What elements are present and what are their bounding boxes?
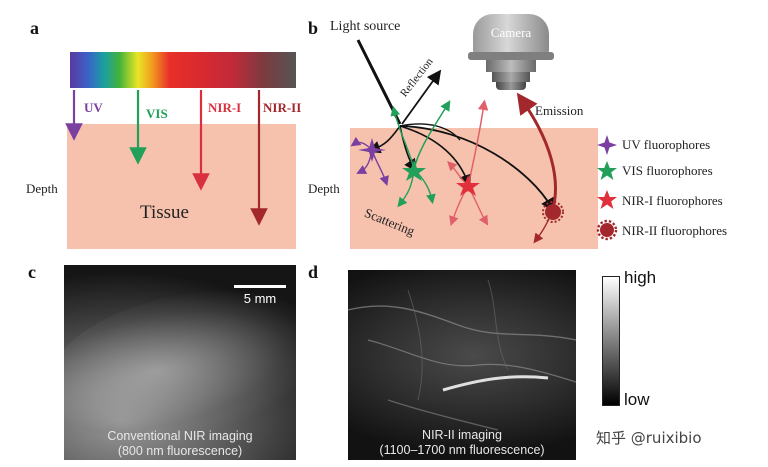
vis-fluorophore-icon: [402, 160, 426, 181]
panel-d-label: d: [308, 262, 319, 282]
fluorophore-legend: UV fluorophores VIS fluorophores NIR-I f…: [596, 134, 766, 243]
vessel-pattern: [348, 279, 576, 431]
tissue-label: Tissue: [140, 202, 189, 223]
nir1-fluorophore-icon: [456, 175, 480, 196]
legend-item-vis: VIS fluorophores: [596, 160, 766, 187]
watermark: 知乎 @ruixibio: [596, 429, 702, 447]
tissue-block-a: [67, 124, 296, 249]
caption-d: NIR-II imaging (1100–1700 nm fluorescenc…: [379, 428, 545, 457]
camera-label: Camera: [490, 25, 532, 40]
nir2-fluorophore-icon: [542, 201, 564, 223]
colorbar-high-label: high: [624, 268, 657, 287]
colorbar-low-label: low: [624, 390, 650, 409]
legend-item-uv: UV fluorophores: [596, 134, 766, 160]
uv-fluorophore-icon: [358, 138, 386, 162]
band-uv: UV: [84, 100, 103, 115]
nir2-image-d: NIR-II imaging (1100–1700 nm fluorescenc…: [348, 270, 576, 460]
panel-b-paths: [350, 39, 564, 244]
vis-star-icon: [597, 161, 617, 180]
uv-star-icon: [597, 135, 617, 155]
camera-icon: Camera: [468, 14, 554, 94]
caption-c: Conventional NIR imaging (800 nm fluores…: [107, 429, 253, 458]
spectrum-bar: [70, 52, 296, 88]
light-source-label: Light source: [330, 19, 401, 34]
legend-item-nir2: NIR-II fluorophores: [596, 217, 766, 243]
scale-bar: [234, 285, 286, 288]
legend-item-nir1: NIR-I fluorophores: [596, 187, 766, 217]
nir-image-c: 5 mm Conventional NIR imaging (800 nm fl…: [64, 265, 296, 460]
depth-label-a: Depth: [26, 181, 58, 196]
band-vis: VIS: [146, 106, 168, 121]
emission-arrow: [516, 92, 557, 213]
band-nir1: NIR-I: [208, 100, 242, 115]
scale-label: 5 mm: [243, 291, 277, 306]
nir2-gear-icon: [596, 219, 618, 241]
nir1-star-icon: [597, 190, 617, 209]
intensity-colorbar: [602, 276, 620, 406]
emission-label: Emission: [535, 103, 584, 118]
panel-a-arrows: [65, 90, 268, 226]
panel-b-label: b: [308, 18, 319, 38]
reflection-arrow: [401, 69, 442, 125]
panel-c-label: c: [28, 262, 36, 282]
panel-a-label: a: [30, 18, 39, 38]
band-nir2: NIR-II: [263, 100, 302, 115]
depth-label-b: Depth: [308, 181, 340, 196]
